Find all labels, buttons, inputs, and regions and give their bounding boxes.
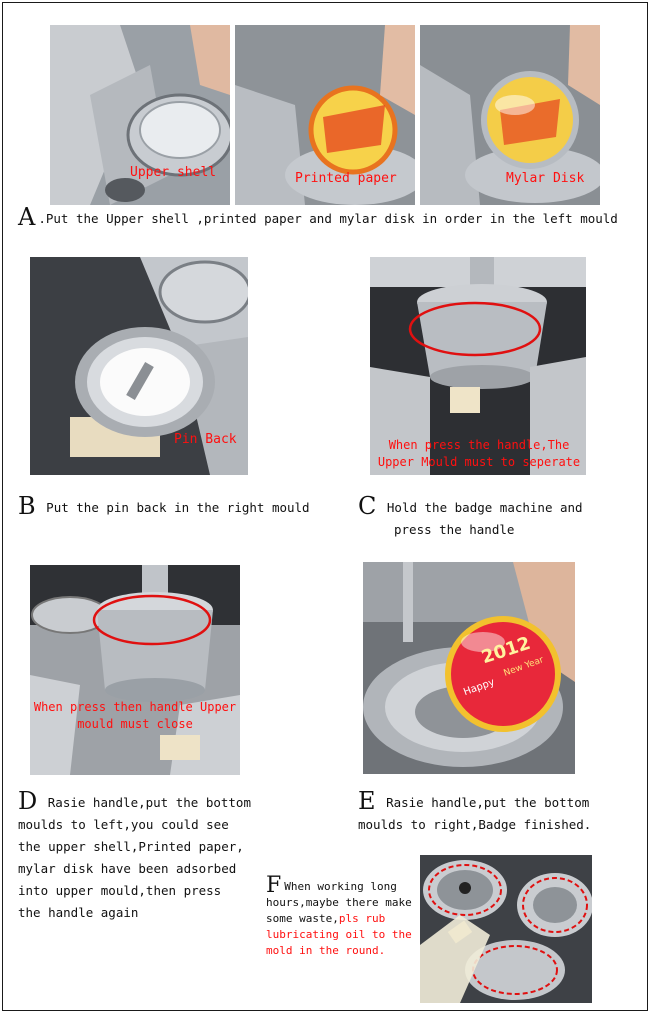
- step-b: B Put the pin back in the right mould: [18, 492, 310, 520]
- photo-upper-shell: Upper shell: [50, 25, 230, 205]
- caption-pin-back: Pin Back: [174, 432, 237, 447]
- step-f-line3-red: pls rub: [338, 912, 386, 925]
- step-b-letter: B: [18, 492, 36, 520]
- step-a-text: .Put the Upper shell ,printed paper and …: [38, 211, 618, 226]
- step-d-letter: D: [18, 787, 38, 815]
- step-f-line2: hours,maybe there make: [266, 896, 412, 909]
- caption-upper-mould-separate: When press the handle,The Upper Mould mu…: [377, 438, 581, 469]
- step-f-line1: When working long: [284, 880, 397, 893]
- step-f-line3-black: some waste,: [266, 912, 339, 925]
- step-f-line4: lubricating oil to the: [266, 928, 412, 941]
- caption-printed-paper: Printed paper: [295, 171, 397, 186]
- step-c-line1: Hold the badge machine and: [386, 500, 583, 515]
- step-c: C Hold the badge machine and press the h…: [358, 492, 583, 541]
- step-f-letter: F: [266, 873, 282, 898]
- step-d-line1: Rasie handle,put the bottom: [47, 795, 251, 810]
- step-d: D Rasie handle,put the bottom moulds to …: [18, 787, 251, 924]
- step-f-line5: mold in the round.: [266, 944, 386, 957]
- step-d-line2: moulds to left,you could see: [18, 817, 229, 832]
- photo-upper-mould-close: When press then handle Upper mould must …: [30, 565, 240, 775]
- step-e-letter: E: [358, 787, 376, 815]
- step-c-letter: C: [358, 492, 377, 520]
- photo-mylar-disk: Mylar Disk: [420, 25, 600, 205]
- photo-press-handle: When press the handle,The Upper Mould mu…: [370, 257, 586, 475]
- photo-lubricating-oil: [420, 855, 592, 1003]
- photo-badge-finished: 2012 Happy New Year: [363, 562, 575, 774]
- step-a-letter: A: [18, 203, 36, 231]
- photo-pin-back: Pin Back: [30, 257, 248, 475]
- step-d-line3: the upper shell,Printed paper,: [18, 839, 244, 854]
- step-d-line5: into upper mould,then press: [18, 883, 222, 898]
- step-c-line2: press the handle: [394, 522, 515, 537]
- caption-upper-shell: Upper shell: [130, 165, 217, 180]
- caption-upper-mould-close: When press then handle Upper mould must …: [33, 700, 237, 731]
- caption-mylar-disk: Mylar Disk: [506, 171, 585, 186]
- photo-printed-paper: Printed paper: [235, 25, 415, 205]
- step-e-line1: Rasie handle,put the bottom: [386, 795, 590, 810]
- step-e: E Rasie handle,put the bottom moulds to …: [358, 787, 592, 836]
- step-e-line2: moulds to right,Badge finished.: [358, 817, 592, 832]
- step-d-line4: mylar disk have been adsorbed: [18, 861, 237, 876]
- step-d-line6: the handle again: [18, 905, 139, 920]
- step-b-text: Put the pin back in the right mould: [46, 500, 310, 515]
- step-a: A.Put the Upper shell ,printed paper and…: [18, 203, 618, 231]
